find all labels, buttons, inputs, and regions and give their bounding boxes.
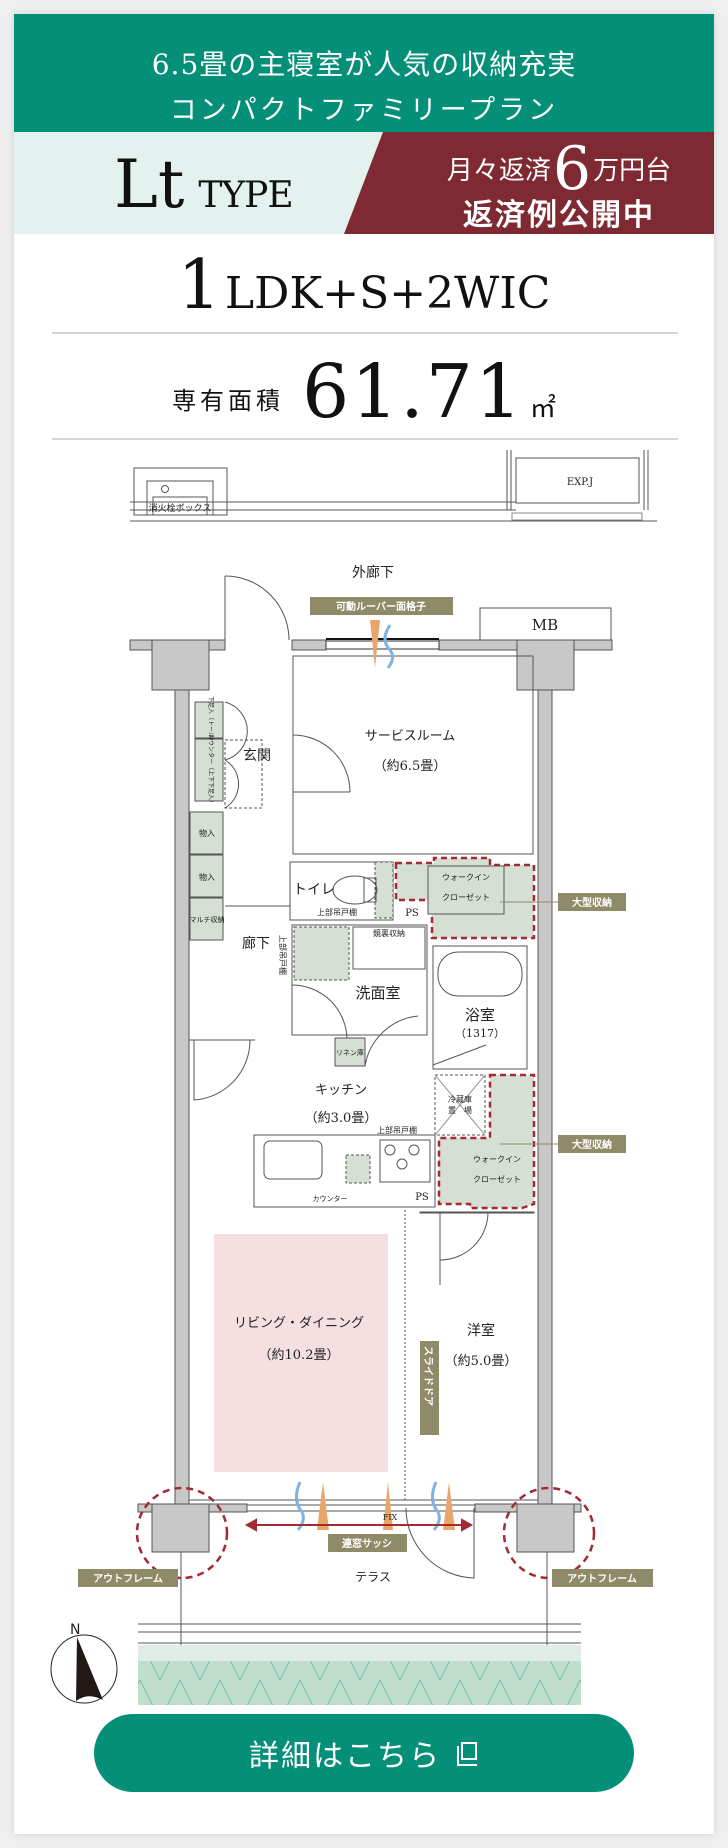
walk-in-closet-1 xyxy=(394,856,536,940)
payment-line-2: 返済例公開中 xyxy=(463,198,655,233)
fridge-space xyxy=(434,1074,486,1136)
louver-tag: 可動ルーバー面格子 xyxy=(336,600,426,613)
outframe-circle-left xyxy=(135,1486,229,1580)
payment-banner xyxy=(344,132,714,234)
counter-label: カウンター xyxy=(313,1194,348,1203)
plan-card xyxy=(14,14,714,1834)
divider xyxy=(52,438,678,440)
storage-label: 物入 xyxy=(199,828,215,838)
western-room-label: 洋室 xyxy=(467,1322,495,1339)
storage-label: 物入 xyxy=(199,872,215,882)
service-room-size: （約6.5畳） xyxy=(374,759,447,774)
meter-box xyxy=(479,607,612,641)
svg-text:N: N xyxy=(70,1622,80,1638)
living-dining-size: （約10.2畳） xyxy=(259,1348,340,1363)
catchphrase-header: 6.5畳の主寝室が人気の収納充実 コンパクトファミリープラン xyxy=(14,14,714,132)
north-compass-icon: N xyxy=(50,1622,118,1704)
ps-label: PS xyxy=(405,908,419,919)
bathroom-label: 浴室 xyxy=(465,1006,495,1024)
payment-prefix: 月々返済 xyxy=(446,156,551,186)
floor-area-unit: ㎡ xyxy=(529,394,556,424)
stove xyxy=(379,1139,431,1183)
outframe-circle-right xyxy=(502,1486,596,1580)
slide-door-tag: スライドドア xyxy=(422,1346,434,1406)
mirror-storage-label: 鏡裏収納 xyxy=(373,928,405,938)
external-link-icon xyxy=(457,1742,479,1766)
terrace-edge xyxy=(138,1645,581,1661)
expansion-joint xyxy=(506,450,649,521)
wic-label: クローゼット xyxy=(473,1174,521,1184)
payment-suffix: 万円台 xyxy=(593,156,672,186)
washroom-label: 洗面室 xyxy=(355,984,400,1002)
service-room xyxy=(292,655,534,855)
layout-count: 1 xyxy=(177,246,221,325)
payment-number: 6 xyxy=(552,134,592,204)
fix-label: FIX xyxy=(383,1513,398,1522)
service-room-label: サービスルーム xyxy=(365,729,456,744)
toilet-label: トイレ xyxy=(293,882,335,898)
ps-label: PS xyxy=(415,1192,429,1203)
layout-type: 1LDK+S+2WIC xyxy=(0,250,728,322)
sash-tag: 連窓サッシ xyxy=(342,1537,392,1550)
fire-box-label: 消火栓ボックス xyxy=(149,502,212,514)
divider xyxy=(52,332,678,334)
terrace-label: テラス xyxy=(355,1570,391,1584)
details-button[interactable]: 詳細はこちら xyxy=(94,1714,634,1792)
living-dining-label: リビング・ダイニング xyxy=(234,1316,364,1331)
kitchen-sink xyxy=(263,1140,323,1180)
layout-rest: LDK+S+2WIC xyxy=(224,268,551,319)
entrance-door[interactable] xyxy=(224,575,290,641)
outframe-tag-right: アウトフレーム xyxy=(567,1573,637,1585)
large-storage-tag: 大型収納 xyxy=(572,896,612,909)
floor-area-value: 61.71 xyxy=(302,349,524,435)
wic-label: クローゼット xyxy=(442,892,490,902)
outframe-tag-left: アウトフレーム xyxy=(93,1573,163,1585)
catchphrase-line-1: 6.5畳の主寝室が人気の収納充実 xyxy=(151,48,577,81)
western-room-door[interactable] xyxy=(439,1211,489,1285)
wic-label: ウォークイン xyxy=(473,1155,521,1164)
washroom xyxy=(291,924,428,1036)
expj-label: EXP.J xyxy=(567,477,593,488)
kitchen-label: キッチン xyxy=(315,1083,367,1098)
kitchen-counter xyxy=(253,1134,436,1208)
bathroom xyxy=(432,945,528,1070)
washing-machine-space xyxy=(293,926,350,981)
type-code: Lt xyxy=(114,146,185,223)
entrance-storage xyxy=(189,701,224,941)
kitchen-size: （約3.0畳） xyxy=(305,1111,378,1126)
counter-storage-label: カウンター（上下下足入） xyxy=(207,734,215,806)
details-button-label: 詳細はこちら xyxy=(249,1739,441,1774)
window-sash xyxy=(246,1504,476,1512)
multi-storage-label: マルチ収納 xyxy=(190,915,225,924)
western-room-size: （約5.0畳） xyxy=(445,1354,518,1369)
linen-label: リネン庫 xyxy=(336,1048,364,1057)
living-dining-highlight xyxy=(214,1234,388,1472)
service-room-door[interactable] xyxy=(292,734,351,793)
fire-hydrant-box xyxy=(133,467,228,516)
sash-arrow xyxy=(244,1518,474,1532)
payment-line-1: 月々返済6万円台 xyxy=(419,139,699,199)
upper-cabinet-label: 上部吊戸棚 xyxy=(278,935,288,975)
large-storage-tag: 大型収納 xyxy=(572,1138,612,1151)
shoe-storage-label: 下足入（トール） xyxy=(207,696,214,744)
type-suffix: TYPE xyxy=(198,175,293,216)
bathroom-size: （1317） xyxy=(455,1027,505,1040)
outer-corridor-label: 外廊下 xyxy=(352,564,394,581)
linen-storage xyxy=(334,1037,366,1067)
catchphrase-line-2: コンパクトファミリープラン xyxy=(169,95,559,126)
entrance-label: 玄関 xyxy=(243,747,271,764)
floor-area-label: 専有面積 xyxy=(172,387,285,415)
upper-cabinet-label: 上部吊戸棚 xyxy=(317,907,357,917)
wic-label: ウォークイン xyxy=(442,873,490,882)
mb-label: MB xyxy=(532,616,558,634)
corridor-label: 廊下 xyxy=(242,935,270,952)
terrace-door[interactable] xyxy=(405,1507,475,1579)
walk-in-closet-2 xyxy=(437,1073,536,1210)
fridge-label: 置 場 xyxy=(448,1105,472,1115)
fridge-label: 冷蔵庫 xyxy=(448,1094,472,1104)
upper-cabinet-label: 上部吊戸棚 xyxy=(377,1125,417,1135)
